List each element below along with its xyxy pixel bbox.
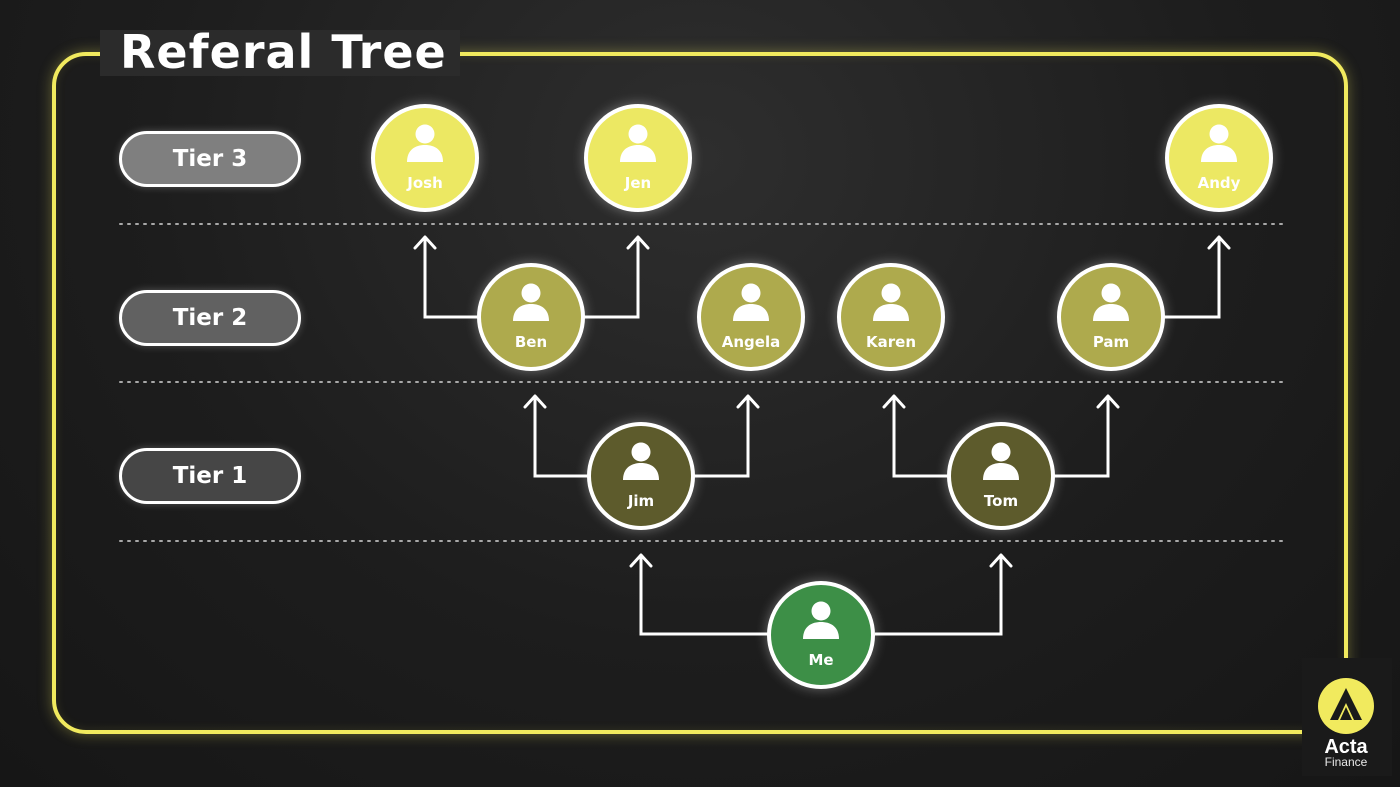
node-angela[interactable]: Angela — [697, 263, 805, 371]
node-label: Jim — [627, 492, 655, 510]
node-label: Pam — [1092, 333, 1130, 351]
node-ben[interactable]: Ben — [477, 263, 585, 371]
node-label: Karen — [866, 333, 916, 351]
arrowhead — [523, 394, 547, 409]
title-background — [100, 30, 460, 76]
acta-logo-icon — [1318, 678, 1374, 734]
node-tom[interactable]: Tom — [947, 422, 1055, 530]
node-label: Tom — [983, 492, 1019, 510]
node-label: Ben — [514, 333, 548, 351]
edge-me-jim — [639, 556, 768, 636]
arrowhead — [1096, 394, 1120, 409]
node-josh[interactable]: Josh — [371, 104, 479, 212]
node-label: Me — [808, 651, 834, 669]
person-icon — [729, 281, 773, 329]
node-label: Andy — [1197, 174, 1241, 192]
arrowhead — [1207, 235, 1231, 250]
arrowhead — [629, 553, 653, 568]
person-icon — [403, 122, 447, 170]
node-label: Angela — [721, 333, 781, 351]
arrowhead — [882, 394, 906, 409]
person-icon — [1197, 122, 1241, 170]
edge-jim-angela — [694, 397, 750, 478]
person-icon — [869, 281, 913, 329]
node-me[interactable]: Me — [767, 581, 875, 689]
arrowhead — [413, 235, 437, 250]
brand-name: Acta — [1324, 736, 1368, 758]
edge-me-tom — [875, 556, 1003, 636]
tier-label: Tier 3 — [172, 146, 248, 172]
person-icon — [616, 122, 660, 170]
tier-2-badge: Tier 2 — [119, 290, 301, 346]
node-andy[interactable]: Andy — [1165, 104, 1273, 212]
node-pam[interactable]: Pam — [1057, 263, 1165, 371]
edge-tom-pam — [1054, 397, 1110, 478]
tier-3-badge: Tier 3 — [119, 131, 301, 187]
arrowhead — [626, 235, 650, 250]
arrowhead — [736, 394, 760, 409]
page-title: Referal Tree — [120, 25, 447, 79]
person-icon — [509, 281, 553, 329]
brand-subtitle: Finance — [1324, 755, 1368, 769]
edge-ben-josh — [423, 238, 479, 319]
tier-label: Tier 2 — [172, 305, 248, 331]
edge-tom-karen — [892, 397, 949, 478]
person-icon — [799, 599, 843, 647]
person-icon — [979, 440, 1023, 488]
node-karen[interactable]: Karen — [837, 263, 945, 371]
person-icon — [1089, 281, 1133, 329]
node-jen[interactable]: Jen — [584, 104, 692, 212]
diagram-frame — [52, 52, 1348, 734]
node-label: Josh — [407, 174, 443, 192]
edge-pam-andy — [1164, 238, 1221, 319]
tier-1-badge: Tier 1 — [119, 448, 301, 504]
node-label: Jen — [624, 174, 652, 192]
arrowhead — [989, 553, 1013, 568]
edge-jim-ben — [533, 397, 589, 478]
tier-label: Tier 1 — [172, 463, 248, 489]
person-icon — [619, 440, 663, 488]
node-jim[interactable]: Jim — [587, 422, 695, 530]
edge-ben-jen — [584, 238, 640, 319]
